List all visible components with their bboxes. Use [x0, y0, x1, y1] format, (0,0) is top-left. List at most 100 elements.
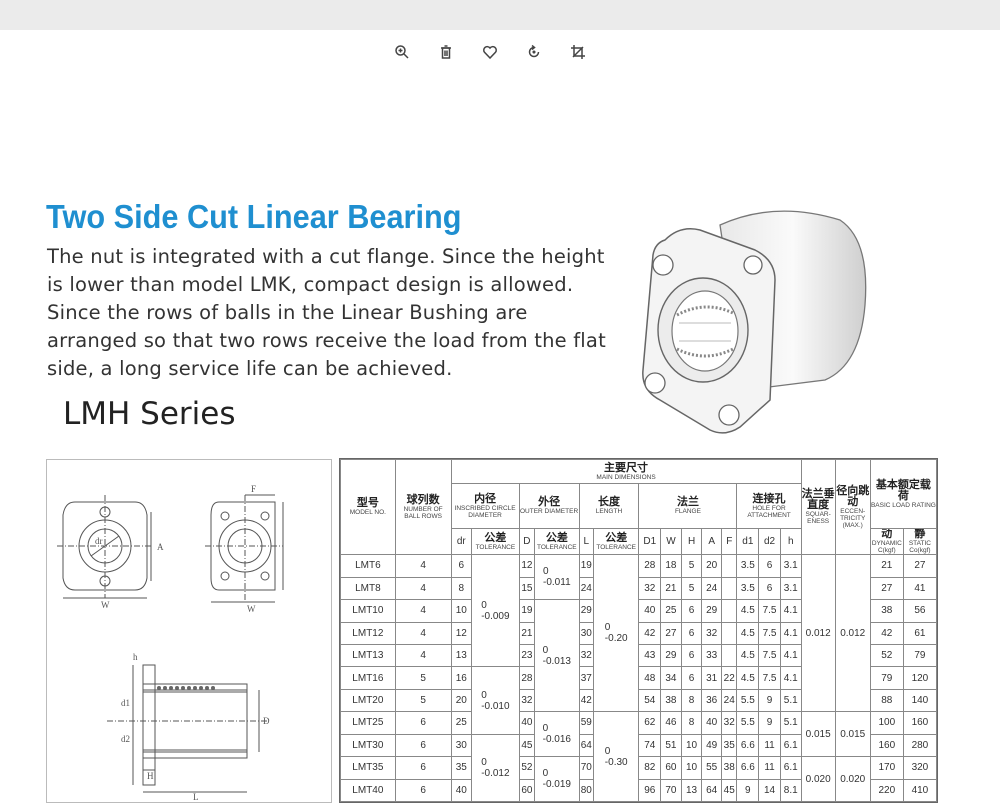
cell-d1: 6.6: [736, 756, 760, 780]
cell-A: 32: [701, 621, 722, 645]
cell-dr: 13: [450, 643, 473, 668]
cell-W: 18: [660, 554, 682, 578]
favorite-button[interactable]: [468, 38, 512, 66]
cell-d2: 7.5: [758, 643, 781, 668]
cell-ball-rows: 5: [394, 666, 452, 690]
cell-ball-rows: 6: [394, 756, 452, 780]
cell-h: 4.1: [779, 666, 802, 690]
cell-L: 59: [578, 711, 595, 735]
col-D1: D1: [638, 528, 662, 556]
tolerance-cell: 0-0.009: [471, 554, 520, 668]
heart-icon: [483, 45, 497, 60]
technical-drawing: W W F A dr h H L D d1 d2: [46, 459, 332, 803]
tolerance-value: 0-0.012: [481, 757, 509, 779]
cell-d2: 11: [758, 756, 781, 780]
cell-dr: 8: [450, 576, 473, 601]
cell-static-load: 410: [902, 778, 938, 803]
cell-dynamic-load: 100: [869, 711, 904, 735]
cell-ball-rows: 5: [394, 688, 452, 713]
cell-F: [720, 621, 738, 645]
cell-dynamic-load: 38: [869, 599, 904, 623]
cell-D: 23: [518, 643, 536, 668]
col-A: A: [701, 528, 722, 556]
cell-H: 6: [680, 643, 703, 668]
zoom-in-button[interactable]: [380, 38, 424, 66]
tolerance-upper: 0: [604, 622, 611, 634]
cell-W: 25: [660, 599, 682, 623]
cell-F: 45: [720, 778, 738, 803]
cell-static-load: 79: [902, 643, 938, 668]
tolerance-lower: -0.011: [543, 577, 571, 589]
cell-D: 19: [518, 599, 536, 623]
cell-F: [720, 576, 738, 601]
delete-button[interactable]: [424, 38, 468, 66]
tolerance-upper: 0: [481, 756, 487, 768]
cell-A: 64: [701, 778, 722, 803]
cell-D1: 28: [638, 554, 662, 578]
product-description: The nut is integrated with a cut flange.…: [47, 245, 606, 380]
tolerance-lower: -0.019: [542, 779, 571, 791]
cell-d2: 6: [758, 576, 781, 601]
cell-d1: 3.5: [736, 554, 760, 578]
cell-static-load: 160: [902, 711, 938, 735]
cell-d1: 6.6: [736, 733, 760, 758]
rotate-button[interactable]: [512, 38, 556, 66]
tolerance-lower: -0.010: [481, 700, 510, 712]
cell-dynamic-load: 170: [869, 756, 904, 780]
crop-button[interactable]: [556, 38, 600, 66]
cell-d1: 4.5: [736, 666, 760, 690]
tolerance-cell: 0-0.20: [592, 554, 640, 713]
top-bar: [0, 0, 1000, 30]
label-h-big: H: [147, 771, 154, 781]
cell-dr: 10: [450, 599, 473, 623]
dimension-drawing: W W F A dr h H L D d1 d2: [57, 484, 284, 802]
label-f: F: [251, 484, 256, 494]
cell-L: 32: [578, 643, 595, 668]
cell-A: 29: [701, 599, 722, 623]
tolerance-upper: 0: [543, 566, 549, 578]
cell-d1: 5.5: [736, 688, 760, 713]
cell-dynamic-load: 27: [869, 576, 904, 601]
cell-A: 24: [701, 576, 722, 601]
label-h-small: h: [133, 652, 138, 662]
cell-F: [720, 643, 738, 668]
cell-d1: 9: [736, 778, 760, 803]
cell-ball-rows: 4: [394, 643, 452, 668]
cell-dr: 40: [450, 778, 473, 803]
tolerance-value: 0-0.30: [605, 746, 628, 768]
cell-F: 35: [720, 733, 738, 758]
label-dr: dr: [95, 536, 103, 546]
cell-d1: 4.5: [736, 599, 760, 623]
cell-model: LMT20: [340, 688, 396, 713]
tolerance-cell: 0-0.010: [471, 666, 520, 735]
tolerance-cell: 0-0.013: [534, 599, 580, 713]
cell-D1: 62: [638, 711, 662, 735]
rotate-icon: [528, 44, 540, 58]
tolerance-value: 0-0.019: [543, 768, 571, 790]
cell-h: 5.1: [779, 711, 802, 735]
cell-h: 6.1: [779, 733, 802, 758]
cell-D: 60: [518, 778, 536, 803]
series-title: LMH Series: [63, 396, 236, 432]
cell-W: 46: [660, 711, 682, 735]
cell-F: 32: [720, 711, 738, 735]
cell-static-load: 56: [902, 599, 938, 623]
cell-model: LMT40: [340, 778, 396, 803]
cell-D1: 74: [638, 733, 662, 758]
tolerance-upper: 0: [481, 599, 487, 611]
cell-squareness: 0.012: [800, 554, 836, 713]
cell-dynamic-load: 52: [869, 643, 904, 668]
cell-eccentricity: 0.020: [834, 756, 871, 802]
col-dr: dr: [450, 528, 473, 556]
tolerance-lower: -0.013: [542, 655, 571, 667]
